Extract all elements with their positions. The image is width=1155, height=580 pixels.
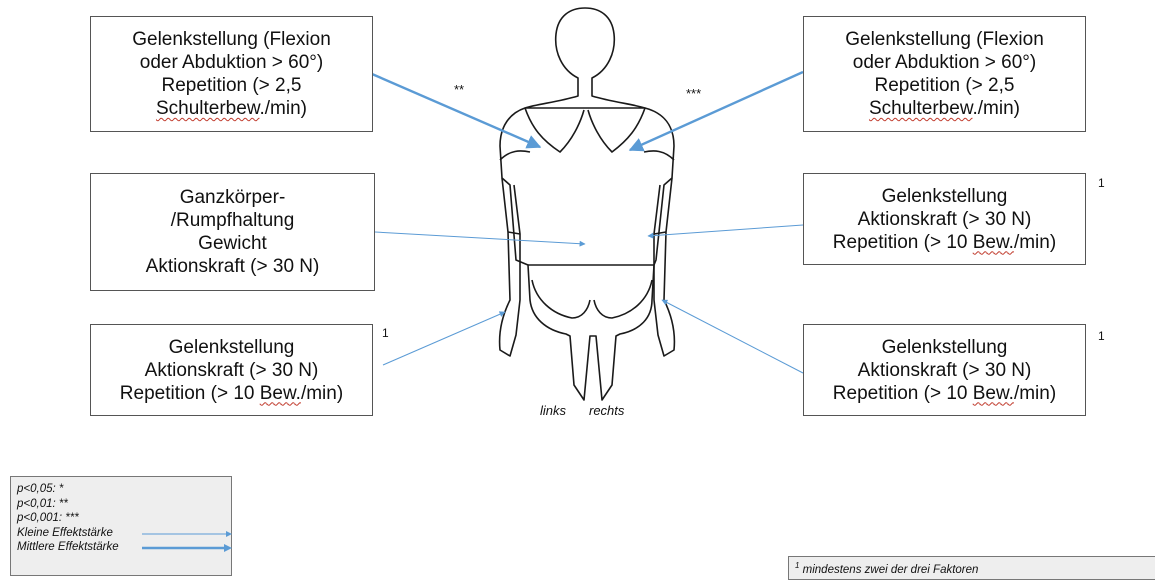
box-line: /Rumpfhaltung xyxy=(171,209,295,232)
box-line: Repetition (> 2,5 xyxy=(162,74,302,97)
legend: p<0,05: * p<0,01: ** p<0,001: *** Kleine… xyxy=(10,476,232,576)
footnote-marker-left-hand: 1 xyxy=(382,326,389,340)
box-line: Gelenkstellung xyxy=(882,336,1008,359)
legend-row: p<0,05: * xyxy=(17,482,225,497)
legend-row: p<0,01: ** xyxy=(17,497,225,512)
box-line: Aktionskraft (> 30 N) xyxy=(146,255,320,278)
arrow-trunk xyxy=(375,232,585,244)
arrow-right-elbow xyxy=(648,225,803,236)
box-line: Repetition (> 2,5 xyxy=(875,74,1015,97)
box-line: Repetition (> 10 Bew./min) xyxy=(833,382,1056,405)
footnote-box: 1 mindestens zwei der drei Faktoren xyxy=(788,556,1155,580)
box-line-rest: /min) xyxy=(1014,383,1056,404)
spellcheck-word: Bew. xyxy=(973,383,1014,404)
box-line: oder Abduktion > 60°) xyxy=(853,51,1036,74)
legend-row: Kleine Effektstärke xyxy=(17,526,225,541)
box-line-start: Repetition (> 10 xyxy=(833,383,973,404)
box-line: Repetition (> 10 Bew./min) xyxy=(833,231,1056,254)
legend-small-arrow-icon xyxy=(142,529,232,539)
box-line: oder Abduktion > 60°) xyxy=(140,51,323,74)
significance-left-shoulder: ** xyxy=(454,82,464,97)
legend-row: p<0,001: *** xyxy=(17,511,225,526)
right-hand-box: Gelenkstellung Aktionskraft (> 30 N) Rep… xyxy=(803,324,1086,416)
arrow-right-hand xyxy=(662,300,803,373)
box-line: Repetition (> 10 Bew./min) xyxy=(120,382,343,405)
legend-medium-effect: Mittlere Effektstärke xyxy=(17,541,119,553)
box-line-rest: ./min) xyxy=(260,98,308,119)
box-line: Gelenkstellung (Flexion xyxy=(132,28,331,51)
box-line-start: Repetition (> 10 xyxy=(833,232,973,253)
box-line: Aktionskraft (> 30 N) xyxy=(145,359,319,382)
side-label-left: links xyxy=(540,403,566,418)
spellcheck-word: Bew. xyxy=(973,232,1014,253)
spellcheck-word: Schulterbew xyxy=(156,98,260,119)
box-line-rest: /min) xyxy=(301,383,343,404)
footnote-marker-right-hand: 1 xyxy=(1098,329,1105,343)
trunk-box: Ganzkörper- /Rumpfhaltung Gewicht Aktion… xyxy=(90,173,375,291)
legend-small-effect: Kleine Effektstärke xyxy=(17,527,113,539)
box-line: Schulterbew./min) xyxy=(869,97,1020,120)
significance-right-shoulder: *** xyxy=(686,86,701,101)
box-line: Schulterbew./min) xyxy=(156,97,307,120)
left-shoulder-box: Gelenkstellung (Flexion oder Abduktion >… xyxy=(90,16,373,132)
spellcheck-word: Schulterbew xyxy=(869,98,973,119)
right-elbow-box: Gelenkstellung Aktionskraft (> 30 N) Rep… xyxy=(803,173,1086,265)
spellcheck-word: Bew. xyxy=(260,383,301,404)
legend-medium-arrow-icon xyxy=(142,543,232,553)
footnote-marker-right-elbow: 1 xyxy=(1098,176,1105,190)
left-hand-box: Gelenkstellung Aktionskraft (> 30 N) Rep… xyxy=(90,324,373,416)
box-line-rest: ./min) xyxy=(973,98,1021,119)
legend-p001: p<0,001: *** xyxy=(17,512,79,524)
box-line: Gewicht xyxy=(198,232,267,255)
box-line: Aktionskraft (> 30 N) xyxy=(858,359,1032,382)
box-line: Gelenkstellung (Flexion xyxy=(845,28,1044,51)
side-label-right: rechts xyxy=(589,403,624,418)
box-line-rest: /min) xyxy=(1014,232,1056,253)
box-line: Ganzkörper- xyxy=(180,186,286,209)
box-line: Gelenkstellung xyxy=(169,336,295,359)
arrow-left-hand xyxy=(383,312,505,365)
box-line-start: Repetition (> 10 xyxy=(120,383,260,404)
footnote-text: mindestens zwei der drei Faktoren xyxy=(799,564,978,576)
legend-p05: p<0,05: * xyxy=(17,483,63,495)
box-line: Gelenkstellung xyxy=(882,185,1008,208)
legend-row: Mittlere Effektstärke xyxy=(17,540,225,555)
box-line: Aktionskraft (> 30 N) xyxy=(858,208,1032,231)
right-shoulder-box: Gelenkstellung (Flexion oder Abduktion >… xyxy=(803,16,1086,132)
legend-p01: p<0,01: ** xyxy=(17,498,68,510)
body-silhouette xyxy=(500,8,675,400)
arrow-right-shoulder xyxy=(630,72,803,150)
